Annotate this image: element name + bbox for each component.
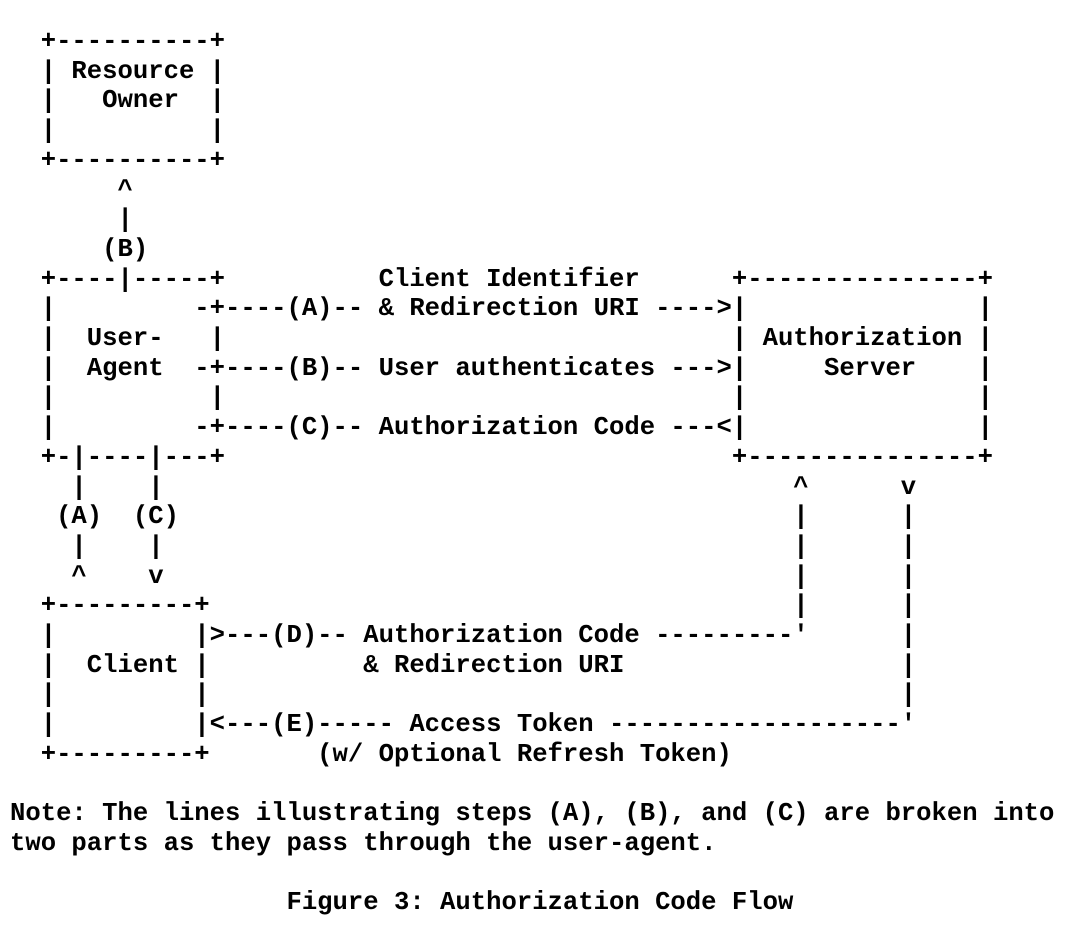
ascii-flow-diagram: +----------+ | Resource | | Owner | | | … [40, 27, 993, 769]
document: +----------+ | Resource | | Owner | | | … [10, 27, 1055, 918]
note-text: Note: The lines illustrating steps (A), … [10, 799, 1055, 858]
figure-caption: Figure 3: Authorization Code Flow [10, 888, 794, 918]
